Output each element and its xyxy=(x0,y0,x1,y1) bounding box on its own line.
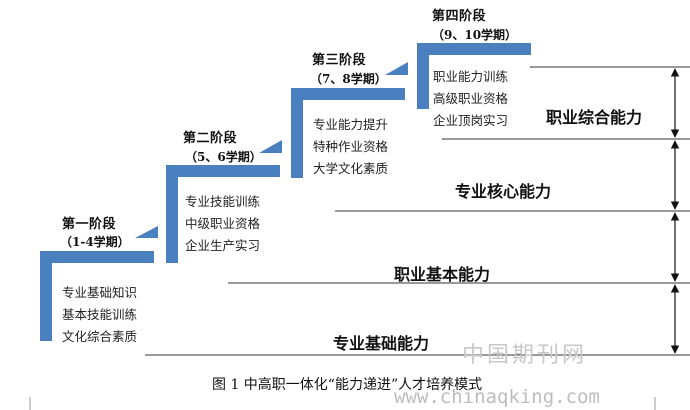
stage-3-item: 专业能力提升 xyxy=(313,117,389,132)
stage-3-items: 专业能力提升 特种作业资格 大学文化素质 xyxy=(313,114,388,180)
stage-3-title: 第三阶段 xyxy=(312,53,367,68)
stage-2-item: 中级职业资格 xyxy=(185,216,261,231)
ability-label-foundation: 专业基础能力 xyxy=(333,334,430,353)
ability-label-basic: 职业基本能力 xyxy=(394,265,491,284)
stage-2-title: 第二阶段 xyxy=(183,131,238,146)
watermark-en: www.chinaqking.com xyxy=(394,386,600,408)
step-1-wedge xyxy=(135,226,158,238)
stage-1-item: 基本技能训练 xyxy=(62,307,138,322)
step-2-wedge xyxy=(259,140,282,153)
step-3-wedge xyxy=(385,62,408,75)
stage-3-item: 大学文化素质 xyxy=(313,161,389,176)
stage-4-item: 职业能力训练 xyxy=(433,69,509,84)
stage-1-item: 专业基础知识 xyxy=(62,285,138,300)
stage-2-item: 专业技能训练 xyxy=(185,194,261,209)
ability-label-core: 专业核心能力 xyxy=(455,182,552,201)
step-3-tread xyxy=(291,88,405,100)
figure-caption: 图 1 中高职一体化“能力递进”人才培养模式 xyxy=(212,377,483,393)
stage-2-items: 专业技能训练 中级职业资格 企业生产实习 xyxy=(185,191,260,257)
step-4-riser xyxy=(417,43,429,109)
stage-1-items: 专业基础知识 基本技能训练 文化综合素质 xyxy=(62,282,137,348)
stage-2-term: （5、6学期） xyxy=(185,150,262,164)
stage-4-items: 职业能力训练 高级职业资格 企业顶岗实习 xyxy=(433,66,508,132)
stage-4-item: 高级职业资格 xyxy=(433,91,509,106)
ability-label-top: 职业综合能力 xyxy=(546,108,643,127)
step-1-riser xyxy=(40,251,52,341)
step-2-riser xyxy=(166,165,178,263)
step-3-riser xyxy=(291,88,303,178)
stage-3-term: （7、8学期） xyxy=(310,72,387,86)
stage-1-term: （1-4学期） xyxy=(60,235,130,249)
stage-4-term: （9、10学期） xyxy=(432,28,518,42)
stage-1-item: 文化综合素质 xyxy=(62,329,138,344)
stage-3-item: 特种作业资格 xyxy=(313,139,389,154)
step-2-tread xyxy=(166,165,280,177)
stage-2-item: 企业生产实习 xyxy=(185,238,261,253)
watermark-cn: 中国期刊网 xyxy=(462,343,588,368)
step-4-tread xyxy=(417,43,531,55)
stage-4-item: 企业顶岗实习 xyxy=(433,113,509,128)
stage-4-title: 第四阶段 xyxy=(432,9,487,24)
stage-1-title: 第一阶段 xyxy=(62,217,117,232)
step-1-tread xyxy=(40,251,154,263)
